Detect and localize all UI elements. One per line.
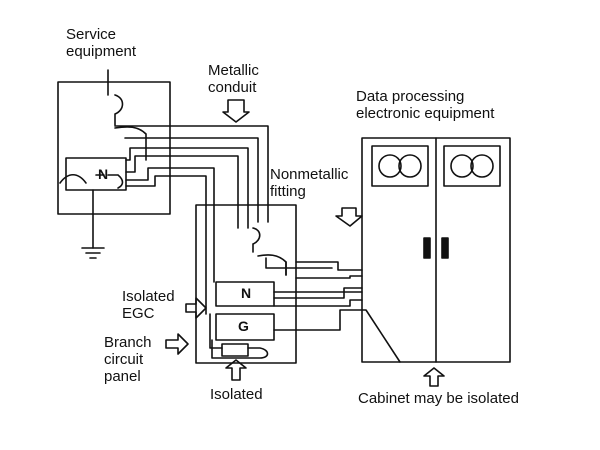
feeder-conductor-2	[124, 137, 259, 223]
service-equipment-label: Service equipment	[66, 26, 136, 60]
feeder-conductor-1	[114, 125, 269, 223]
feeder-neutral	[125, 167, 215, 283]
arrow-branch-circuit-panel	[165, 333, 189, 355]
feeder-conductor-4	[125, 155, 239, 229]
label-line: Metallic	[208, 62, 259, 79]
earth-ground-symbol	[81, 247, 105, 259]
door-handle-right	[441, 237, 449, 259]
label-line: EGC	[122, 305, 155, 322]
isolated-label: Isolated	[210, 386, 263, 403]
isolated-ground-block	[221, 343, 249, 357]
feeder-conductor-3	[125, 147, 249, 229]
label-line: Nonmetallic	[270, 166, 349, 183]
cabinet-fan-left	[371, 145, 429, 187]
metallic-conduit-label: Metallic conduit	[208, 62, 259, 96]
cabinet-isolated-label: Cabinet may be isolated	[358, 390, 519, 407]
fan-circle	[450, 154, 474, 178]
branch-panel-box	[195, 204, 297, 364]
branch-circuit-2	[295, 275, 363, 279]
panel-ground-bar	[215, 313, 275, 341]
service-neutral-bar	[65, 157, 127, 191]
branch-neutral-2	[273, 287, 363, 299]
arrow-nonmetallic-fitting	[335, 207, 363, 227]
nonmetallic-fitting-label: Nonmetallic fitting	[270, 166, 348, 200]
ground-connections	[209, 313, 269, 359]
label-line: panel	[104, 368, 141, 385]
arrow-cabinet-isolated	[423, 367, 445, 387]
door-handle-left	[423, 237, 431, 259]
label-line: fitting	[270, 183, 306, 200]
label-line: Service	[66, 26, 117, 43]
service-switch	[107, 69, 147, 161]
arrow-isolated	[225, 359, 247, 381]
fan-circle	[378, 154, 402, 178]
label-line: Branch	[104, 334, 152, 351]
branch-circuit-1	[265, 257, 363, 276]
panel-neutral-bar	[215, 281, 275, 307]
branch-conductor-3	[273, 299, 363, 307]
fan-circle	[470, 154, 494, 178]
branch-breaker	[252, 227, 287, 276]
feeder-ground	[125, 175, 207, 315]
label-line: conduit	[208, 79, 257, 96]
service-neutral-label: N	[98, 166, 109, 182]
label-line: Data processing	[356, 88, 465, 105]
label-line: equipment	[66, 43, 137, 60]
panel-neutral-label: N	[241, 285, 252, 301]
neutral-bond	[59, 173, 124, 189]
panel-ground-label: G	[238, 318, 249, 334]
branch-circuit-panel-label: Branch circuit panel	[104, 334, 152, 385]
label-line: Isolated	[122, 288, 175, 305]
isolated-egc-label: Isolated EGC	[122, 288, 175, 322]
fan-circle	[398, 154, 422, 178]
data-processing-label: Data processing electronic equipment	[356, 88, 494, 122]
label-line: electronic equipment	[356, 105, 495, 122]
cabinet-fan-right	[443, 145, 501, 187]
isolated-egc-conductor	[273, 309, 401, 363]
arrow-isolated-egc	[185, 297, 207, 319]
arrow-metallic-conduit	[222, 99, 250, 123]
label-line: circuit	[104, 351, 144, 368]
